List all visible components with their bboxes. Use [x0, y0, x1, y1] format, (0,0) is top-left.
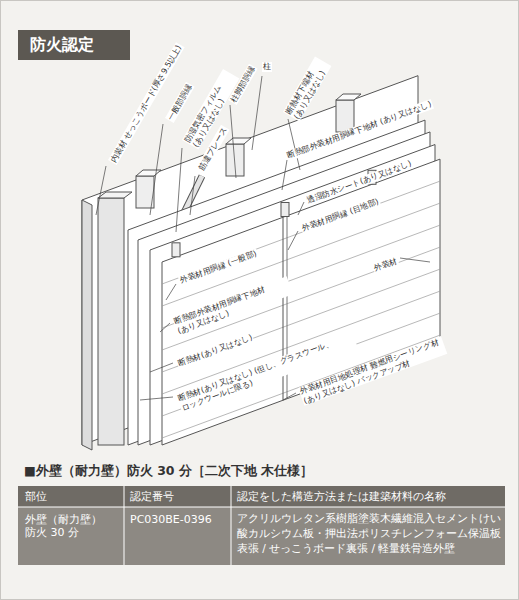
table-divider — [231, 486, 232, 565]
stud-end — [226, 144, 244, 176]
table-cell: アクリルウレタン系樹脂塗装木繊維混入セメントけい酸カルシウム板・押出法ポリスチレ… — [237, 511, 503, 557]
table-divider — [124, 486, 125, 565]
table-divider — [18, 507, 505, 508]
callout-label: 柱 — [262, 62, 272, 72]
table-cell: 部位 — [25, 490, 47, 503]
leader-line — [140, 397, 173, 400]
leader-line — [176, 148, 182, 232]
leader-line — [96, 166, 106, 215]
leader-line — [230, 105, 236, 178]
table-cell: 認定をした構造方法または建築材料の名称 — [237, 490, 446, 503]
board-edge — [82, 200, 92, 450]
exterior-panel — [162, 159, 440, 445]
stud-end — [136, 176, 154, 208]
leader-line — [160, 323, 170, 332]
leader-line — [288, 119, 300, 170]
table-cell: 認定番号 — [130, 490, 174, 503]
leader-line — [298, 202, 304, 215]
siding-line — [162, 203, 440, 306]
stud-top — [226, 138, 251, 144]
leader-line — [282, 160, 287, 190]
table-row — [18, 507, 505, 565]
column-top — [98, 192, 132, 198]
siding-line — [162, 247, 440, 350]
leader-line — [150, 124, 163, 215]
leader-line — [166, 284, 176, 300]
table-cell: PC030BE-0396 — [130, 513, 212, 526]
title-box — [18, 30, 130, 60]
leader-line — [400, 258, 430, 262]
title-text: 防火認定 — [30, 35, 94, 54]
table-cell: 外壁（耐力壁） 防火 30 分 — [25, 513, 121, 539]
column — [98, 198, 124, 445]
leader-line — [252, 76, 262, 150]
leader-line — [283, 393, 296, 400]
stud-top — [336, 94, 361, 100]
leader-line — [288, 231, 298, 250]
table-header — [18, 486, 505, 507]
batten-end — [172, 243, 180, 257]
batten-end — [281, 202, 289, 216]
stud-top — [136, 170, 161, 176]
leader-line — [150, 363, 173, 372]
leader-line — [190, 176, 195, 215]
table-heading: ■外壁（耐力壁）防火 30 分［二次下地 木仕様］ — [24, 463, 313, 478]
